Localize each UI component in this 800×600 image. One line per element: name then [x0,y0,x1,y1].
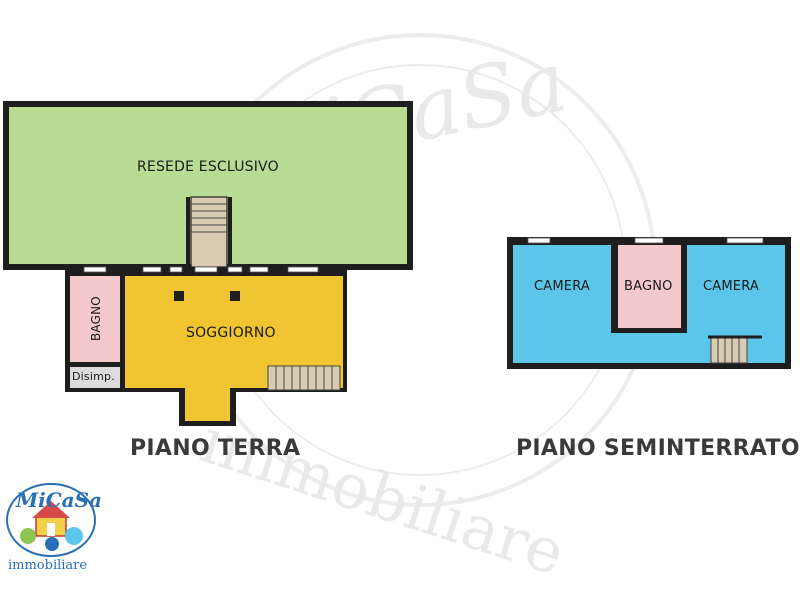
logo-sub: immobiliare [8,558,88,573]
living-stairs [267,365,341,391]
basement-bath-label: BAGNO [624,279,673,294]
basement-title: PIANO SEMINTERRATO [516,436,800,461]
watermark-sub: immobiliare [192,404,573,590]
logo-brand: MiCaSa [16,488,103,512]
basement-bedroom-left-label: CAMERA [534,279,590,294]
micasa-logo: MiCaSa immobiliare [2,478,102,588]
bath-label: BAGNO [89,296,103,341]
ground-floor-plan [3,101,413,426]
basement-plan [507,237,791,369]
garden-label: RESEDE ESCLUSIVO [137,159,279,175]
living-label: SOGGIORNO [186,325,276,341]
garden-stairs [186,196,232,268]
bath-room [70,276,120,362]
basement-bath [618,245,681,328]
hall-room [70,367,120,388]
basement-stairs [708,335,762,364]
living-bay [185,388,230,421]
bedroom-left [513,245,611,363]
ground-floor-title: PIANO TERRA [130,436,301,461]
hall-label: Disimp. [72,370,115,383]
logo-emblem [6,483,96,557]
basement-bedroom-right-label: CAMERA [703,279,759,294]
